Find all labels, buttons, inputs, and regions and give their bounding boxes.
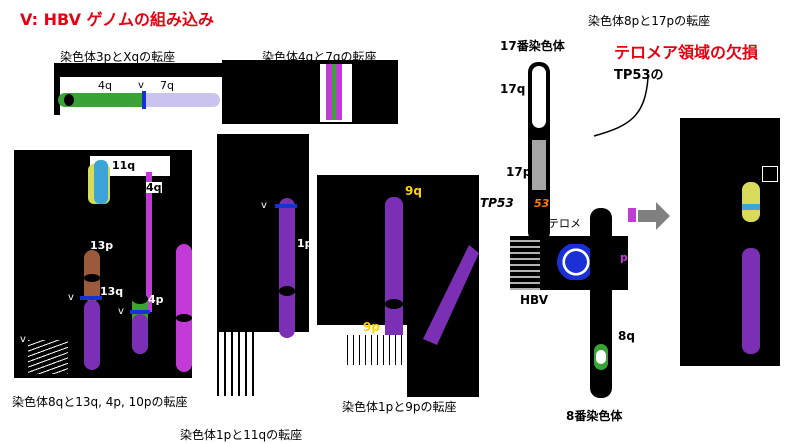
noise-patch — [28, 340, 68, 374]
label-9q: 9q — [405, 184, 422, 198]
connector-curve — [593, 77, 649, 137]
label-v: v — [138, 80, 144, 91]
chrom-10p — [176, 244, 192, 372]
caption-3p-xq: 染色体3pとXqの転座 — [60, 50, 176, 64]
centromere-4p — [132, 294, 148, 304]
label-4p: 4p — [148, 293, 164, 306]
chrom-4q-segment — [58, 93, 146, 107]
label-13q: 13q — [100, 285, 124, 298]
label-7q: 7q — [160, 79, 174, 92]
page-title: V: HBV ゲノムの組み込み — [20, 10, 215, 29]
noise-patch — [217, 332, 257, 396]
centromere-13 — [84, 274, 100, 282]
chrom-result-yellow — [742, 182, 760, 222]
chrom-8q-lower — [132, 314, 148, 354]
chrom-8q — [84, 300, 100, 370]
chrom-7q-segment — [146, 93, 220, 107]
centromere — [279, 286, 295, 296]
panel-4q-7q — [222, 60, 398, 124]
label-v-3: v — [20, 334, 26, 345]
centromere-result — [742, 234, 760, 246]
hbv-marker-2 — [130, 310, 150, 314]
label-telomere-short: テロメ — [548, 217, 581, 230]
hbv-insertion-marker — [142, 91, 146, 109]
chrom-4q-stripe — [332, 64, 336, 120]
label-tp53: TP53 — [480, 196, 514, 210]
panel-3p-xq: 4q v 7q — [54, 63, 222, 115]
label-v-1: v — [68, 292, 74, 303]
label-hbv: HBV — [520, 293, 548, 307]
chrom-result-purple — [742, 248, 760, 354]
label-chr8: 8番染色体 — [566, 409, 623, 423]
arrow-right-icon — [628, 202, 670, 230]
panel-result — [680, 118, 780, 366]
panel-8q-13q-4p-10p: 11q 4q 13p 13q v 4p v v — [14, 150, 192, 378]
label-4q: 4q — [98, 79, 112, 92]
caption-1p-11q: 染色体1pと11qの転座 — [180, 428, 303, 442]
label-17p: 17p — [506, 165, 532, 179]
centromere — [64, 94, 74, 106]
chrom-8-light — [596, 350, 606, 364]
chrom-11q-blue — [94, 160, 108, 204]
chrom-17q-upper — [532, 66, 546, 128]
label-8p: p — [620, 251, 628, 264]
label-tp53-loss: TP53の — [614, 68, 664, 83]
chrom-1p — [279, 198, 295, 338]
label-4q: 4q — [146, 181, 162, 194]
panel-1p-11q: v 1p — [217, 134, 313, 396]
label-17q: 17q — [500, 82, 526, 96]
diagonal-chromosome — [423, 245, 479, 345]
label-v: v — [261, 200, 267, 211]
label-1p: 1p — [297, 237, 313, 250]
hbv-blue-cluster — [556, 244, 596, 280]
chrom-result-blue — [742, 204, 760, 210]
hbv-marker-1 — [80, 296, 102, 300]
centromere-10p — [176, 314, 192, 322]
centromere-17 — [530, 128, 548, 140]
noise-patch — [347, 335, 407, 365]
caption-8q: 染色体8qと13q, 4p, 10pの転座 — [12, 395, 188, 409]
label-11q: 11q — [112, 159, 136, 172]
panel-1p-9p: 9q 9p — [317, 175, 479, 397]
label-9p: 9p — [363, 320, 380, 334]
label-tp53-small: 53 — [534, 197, 550, 210]
chrom-4q-thin — [146, 172, 152, 312]
hbv-marker — [275, 204, 297, 208]
chrom-17p — [532, 140, 546, 190]
label-v-2: v — [118, 306, 124, 317]
label-telomere-loss: テロメア領域の欠損 — [614, 43, 759, 62]
label-13p: 13p — [90, 239, 114, 252]
label-8q: 8q — [618, 329, 635, 343]
label-chr17: 17番染色体 — [500, 39, 565, 53]
caption-1p-9p: 染色体1pと9pの転座 — [342, 400, 457, 414]
centromere — [385, 299, 403, 309]
caption-8p-17p: 染色体8pと17pの転座 — [588, 14, 711, 28]
chrom-9 — [385, 197, 403, 343]
